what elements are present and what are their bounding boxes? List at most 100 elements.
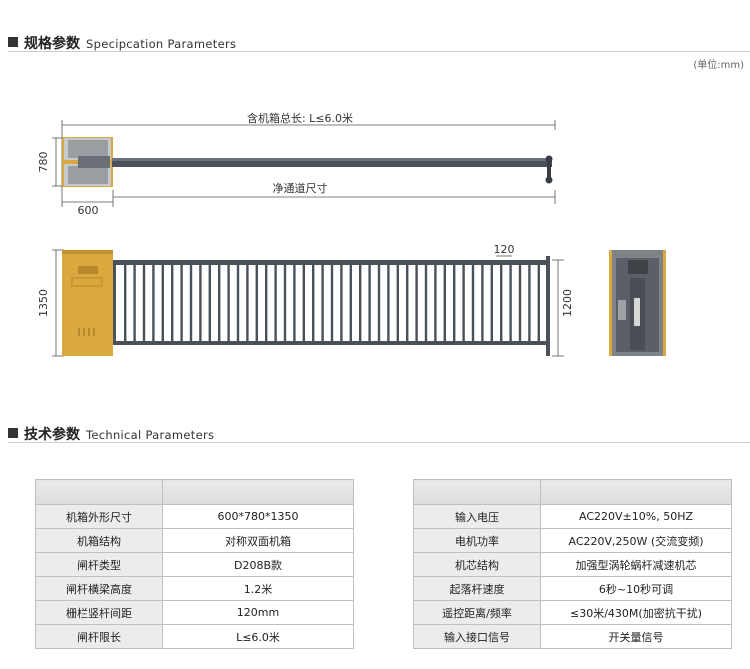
param-key: 机箱外形尺寸 <box>35 504 163 529</box>
fence-picket <box>396 265 399 341</box>
param-key: 电机功率 <box>413 528 541 553</box>
fence-picket <box>453 265 456 341</box>
fence-picket <box>340 265 343 341</box>
fence-picket <box>255 265 258 341</box>
fence-picket <box>481 265 484 341</box>
param-value: AC220V,250W (交流变频) <box>540 528 732 553</box>
param-key: 起落杆速度 <box>413 576 541 601</box>
fence-picket <box>387 265 390 341</box>
spec-title-cn: 规格参数 <box>24 36 80 52</box>
fence-picket <box>142 265 146 341</box>
fence-picket <box>312 265 315 341</box>
fence-picket <box>321 265 324 341</box>
fence-picket <box>199 265 202 341</box>
square-bullet-icon <box>8 37 18 47</box>
param-value: AC220V±10%, 50HZ <box>540 504 732 529</box>
fence-picket <box>490 265 493 341</box>
fence-picket <box>462 265 465 341</box>
total-length-label: 含机箱总长: L≤6.0米 <box>247 111 353 125</box>
dim-120-label: 120 <box>494 243 515 256</box>
tech-title-en: Technical Parameters <box>86 428 215 442</box>
param-key: 遥控距离/频率 <box>413 600 541 625</box>
param-key: 闸杆横梁高度 <box>35 576 163 601</box>
param-key: 输入接口信号 <box>413 624 541 649</box>
fence-picket <box>227 265 230 341</box>
dim-1200-label: 1200 <box>561 289 574 317</box>
fence-picket <box>528 265 531 341</box>
fence-picket <box>246 265 249 341</box>
tech-section-header: 技术参数 Technical Parameters <box>8 424 214 444</box>
fence-picket <box>283 265 287 341</box>
table-row: 输入接口信号开关量信号 <box>413 624 732 649</box>
front-view-drawing: 1350 1200 120 <box>37 243 666 357</box>
param-key: 机芯结构 <box>413 552 541 577</box>
fence-picket <box>406 265 409 341</box>
param-value: ≤30米/430M(加密抗干扰) <box>540 600 732 625</box>
fence-picket <box>330 265 334 341</box>
fence-picket <box>537 265 540 341</box>
fence-picket <box>208 265 211 341</box>
table-header-row <box>413 479 732 505</box>
fence-picket <box>377 265 381 341</box>
spec-title-en: Specipcation Parameters <box>86 37 237 51</box>
fence-picket <box>124 265 127 341</box>
param-value: 加强型涡轮蜗杆减速机芯 <box>540 552 732 577</box>
param-key: 输入电压 <box>413 504 541 529</box>
param-key: 机箱结构 <box>35 528 163 553</box>
param-key: 闸杆限长 <box>35 624 163 649</box>
fence-picket <box>424 265 428 341</box>
param-key: 栅栏竖杆间距 <box>35 600 163 625</box>
fence-picket <box>302 265 305 341</box>
top-view-drawing: 含机箱总长: L≤6.0米 净通道尺寸 780 600 <box>37 111 556 217</box>
param-value: 600*780*1350 <box>162 504 354 529</box>
square-bullet-icon <box>8 428 18 438</box>
fence-picket <box>265 265 268 341</box>
clear-channel-label: 净通道尺寸 <box>273 181 328 195</box>
table-header-row <box>35 479 354 505</box>
param-value: 对称双面机箱 <box>162 528 354 553</box>
tech-divider <box>8 442 750 443</box>
fence-picket <box>236 265 240 341</box>
fence-picket <box>274 265 277 341</box>
dim-1350-label: 1350 <box>37 289 50 317</box>
table-row: 机箱结构对称双面机箱 <box>35 528 354 553</box>
param-value: D208B款 <box>162 552 354 577</box>
dim-600-label: 600 <box>78 204 99 217</box>
fence-picket <box>518 265 522 341</box>
fence-picket <box>293 265 296 341</box>
fence-picket <box>189 265 193 341</box>
spec-section-header: 规格参数 Specipcation Parameters <box>8 33 236 53</box>
fence-picket <box>443 265 446 341</box>
fence-picket <box>218 265 221 341</box>
fence-picket <box>500 265 503 341</box>
spec-divider <box>8 51 750 52</box>
fence-picket <box>368 265 371 341</box>
param-value: 1.2米 <box>162 576 354 601</box>
fence-picket <box>359 265 362 341</box>
fence-picket <box>471 265 475 341</box>
param-value: 120mm <box>162 600 354 625</box>
param-key: 闸杆类型 <box>35 552 163 577</box>
table-row: 机芯结构加强型涡轮蜗杆减速机芯 <box>413 552 732 577</box>
fence-picket <box>161 265 164 341</box>
param-value: 开关量信号 <box>540 624 732 649</box>
unit-label: (单位:mm) <box>693 60 744 71</box>
table-row: 遥控距离/频率≤30米/430M(加密抗干扰) <box>413 600 732 625</box>
fence-picket <box>509 265 512 341</box>
dim-780-label: 780 <box>37 152 50 173</box>
fence-picket <box>434 265 437 341</box>
fence-picket <box>152 265 155 341</box>
param-value: L≤6.0米 <box>162 624 354 649</box>
param-value: 6秒~10秒可调 <box>540 576 732 601</box>
cabinet-front <box>62 250 113 356</box>
